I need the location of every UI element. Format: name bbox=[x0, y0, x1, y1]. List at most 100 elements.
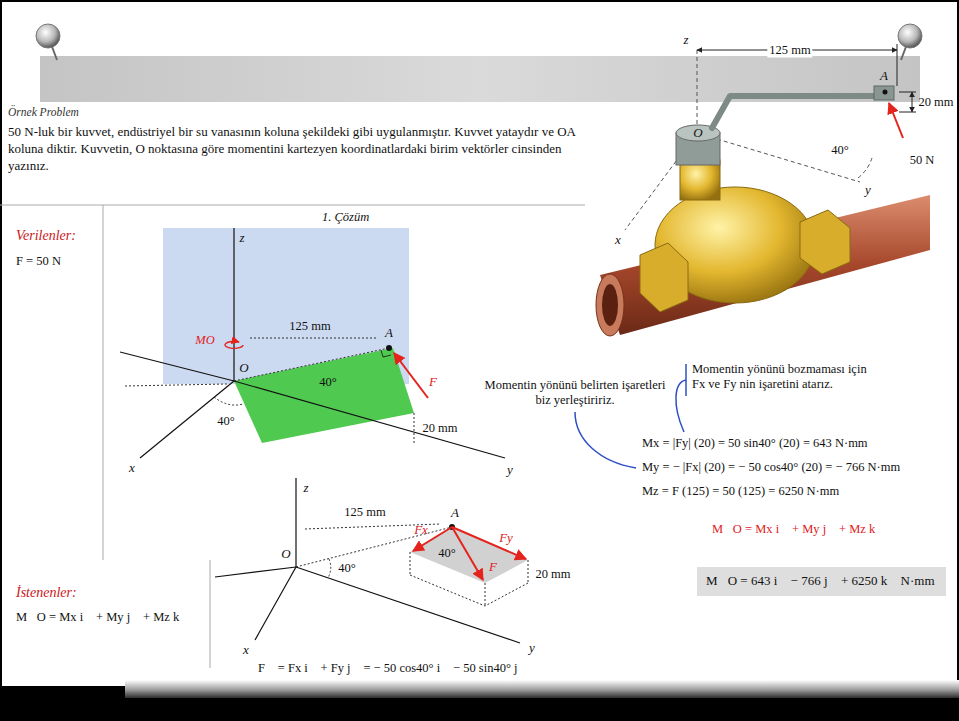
component-diagram bbox=[452, 527, 483, 580]
valve-illustration bbox=[697, 133, 860, 182]
annotation-note: Momentin yönünü bozmaması için Fx ve Fy … bbox=[692, 362, 872, 392]
force-label: Fy bbox=[499, 530, 513, 546]
moment-diagram bbox=[394, 353, 428, 398]
axis-label: y bbox=[507, 462, 513, 478]
force-label: F bbox=[489, 559, 497, 575]
component-diagram bbox=[296, 527, 452, 567]
point-label: O bbox=[693, 125, 702, 141]
component-diagram bbox=[255, 567, 296, 640]
slide-frame bbox=[125, 680, 959, 700]
angle-label: 40° bbox=[319, 375, 337, 390]
component-diagram bbox=[413, 527, 526, 580]
component-diagram bbox=[296, 567, 520, 643]
axis-label: y bbox=[865, 182, 871, 198]
wanted-heading: İstenenler: bbox=[16, 585, 77, 602]
point-label: A bbox=[385, 325, 393, 341]
moment-diagram bbox=[234, 348, 414, 443]
component-diagram bbox=[485, 583, 486, 606]
moment-diagram bbox=[414, 413, 415, 443]
axis-label: z bbox=[683, 32, 688, 48]
dimension-label: 125 mm bbox=[344, 505, 385, 520]
force-label: Fx bbox=[414, 522, 428, 538]
component-diagram bbox=[215, 478, 528, 643]
separator-line bbox=[210, 560, 211, 668]
moment-diagram bbox=[233, 228, 234, 381]
point-label: A bbox=[451, 505, 459, 521]
valve-illustration bbox=[697, 50, 698, 128]
angle-label: 40° bbox=[338, 561, 356, 576]
valve-illustration bbox=[874, 86, 894, 100]
component-diagram bbox=[295, 478, 296, 567]
dimension-label: 125 mm bbox=[767, 43, 812, 58]
moment-diagram bbox=[381, 350, 391, 357]
push-pin bbox=[36, 24, 60, 60]
valve-illustration bbox=[858, 158, 872, 178]
annotation-bracket bbox=[676, 380, 686, 432]
component-diagram bbox=[528, 560, 529, 583]
equation: M⃗O = Mx i⃗ + My j⃗ + Mz k⃗ bbox=[16, 610, 189, 625]
moment-diagram bbox=[125, 384, 228, 386]
dimension-label: 20 mm bbox=[535, 567, 570, 582]
axis-label: x bbox=[129, 460, 135, 476]
valve-illustration bbox=[800, 210, 850, 274]
axis-label: x bbox=[615, 232, 621, 248]
dimension-label: 125 mm bbox=[289, 319, 330, 334]
given-value: F = 50 N bbox=[16, 254, 61, 269]
slide-heading: Örnek Problem bbox=[8, 106, 79, 120]
valve-illustration bbox=[883, 90, 888, 95]
moment-diagram bbox=[120, 352, 234, 381]
valve-illustration bbox=[712, 96, 876, 128]
moment-diagram bbox=[234, 348, 389, 381]
axis-label: z bbox=[303, 480, 308, 496]
push-pin bbox=[898, 24, 922, 60]
component-diagram bbox=[410, 552, 411, 575]
angle-label: 40° bbox=[438, 546, 456, 561]
axis-label: z bbox=[239, 230, 244, 246]
separator-line bbox=[0, 205, 585, 668]
valve-illustration bbox=[912, 92, 913, 112]
push-pin bbox=[898, 24, 922, 48]
valve-illustration bbox=[899, 92, 916, 93]
equation: Mx = |Fy| (20) = 50 sin40° (20) = 643 N·… bbox=[642, 436, 868, 451]
moment-diagram bbox=[225, 341, 243, 348]
separator-line bbox=[0, 205, 585, 206]
point-label: O bbox=[281, 546, 290, 562]
point-label: O bbox=[239, 360, 248, 376]
problem-statement: 50 N-luk bir kuvvet, endüstriyel bir su … bbox=[8, 124, 598, 175]
equation: F⃗ = Fx i⃗ + Fy j⃗ = − 50 cos40° i⃗ − 50… bbox=[258, 661, 527, 676]
point-label: A bbox=[880, 68, 888, 84]
moment-diagram bbox=[386, 345, 392, 351]
valve-illustration bbox=[602, 284, 618, 326]
valve-illustration bbox=[596, 44, 930, 336]
equation: My = − |Fx| (20) = − 50 cos40° (20) = − … bbox=[642, 460, 900, 475]
axis-label: y bbox=[529, 640, 535, 656]
component-diagram bbox=[215, 478, 520, 643]
valve-illustration bbox=[889, 103, 903, 138]
moment-diagram bbox=[234, 381, 505, 458]
section-heading: 1. Çözüm bbox=[322, 210, 369, 225]
valve-illustration bbox=[899, 112, 916, 113]
valve-illustration bbox=[640, 243, 688, 312]
dimension-label: 20 mm bbox=[918, 95, 953, 110]
component-diagram bbox=[452, 527, 526, 559]
moment-diagram bbox=[140, 381, 234, 458]
component-diagram bbox=[296, 524, 528, 606]
valve-illustration bbox=[680, 160, 720, 200]
moment-diagram bbox=[214, 397, 243, 405]
component-diagram bbox=[410, 575, 528, 606]
dimension-label: 20 mm bbox=[422, 421, 457, 436]
moment-label: MO bbox=[195, 333, 214, 348]
component-diagram bbox=[328, 559, 331, 578]
equation: Mz = F (125) = 50 (125) = 6250 N·mm bbox=[642, 484, 839, 499]
moment-diagram bbox=[120, 228, 505, 458]
annotation-bracket bbox=[575, 412, 636, 468]
axis-label: x bbox=[243, 642, 249, 658]
force-label: F bbox=[429, 374, 437, 390]
moment-diagram bbox=[250, 338, 378, 339]
angle-label: 40° bbox=[217, 414, 235, 429]
equation: M⃗O = Mx i⃗ + My j⃗ + Mz k⃗ bbox=[712, 522, 885, 537]
separator-line bbox=[103, 205, 104, 560]
